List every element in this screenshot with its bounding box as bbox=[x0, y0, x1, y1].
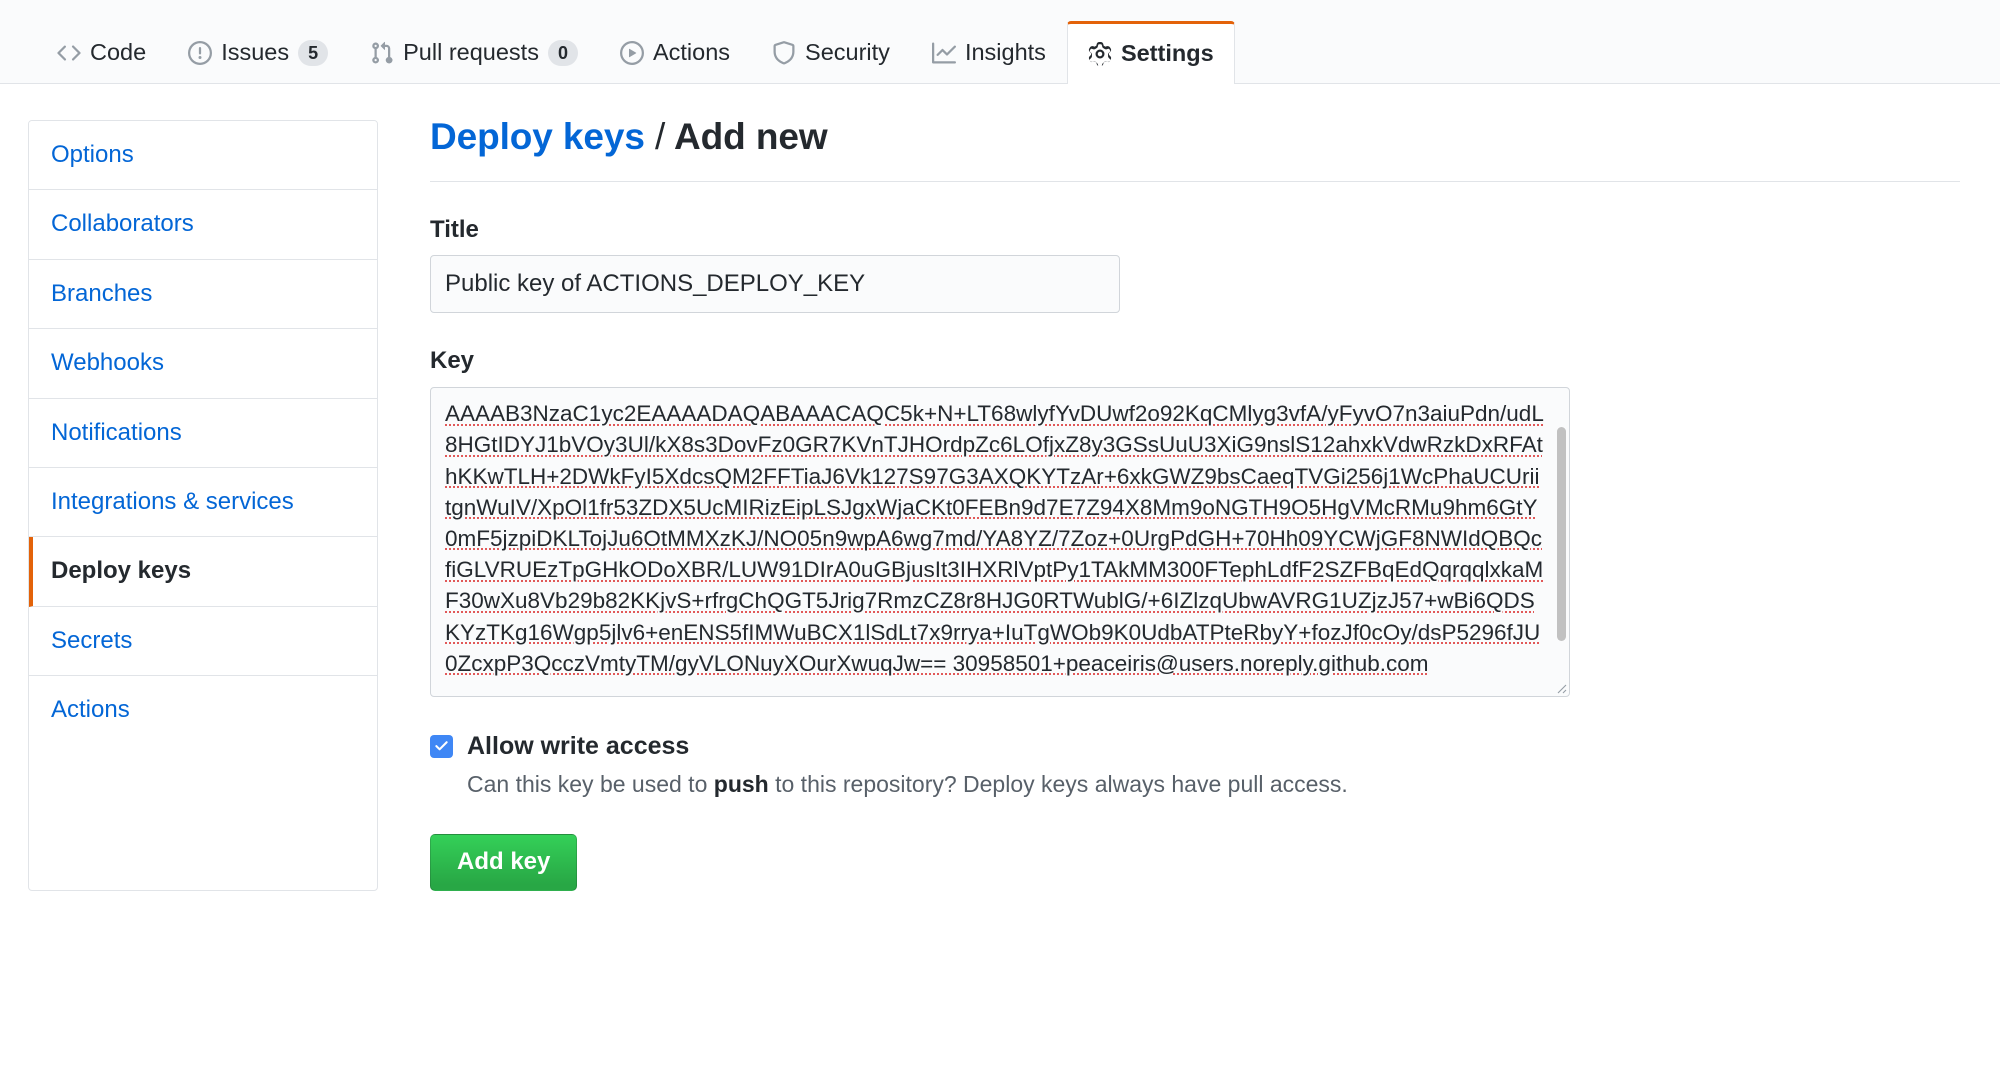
tab-issues-counter: 5 bbox=[298, 39, 329, 66]
tab-pull-requests-counter: 0 bbox=[547, 39, 578, 66]
help-suffix: to this repository? Deploy keys always h… bbox=[768, 770, 1348, 797]
shield-icon bbox=[772, 40, 796, 65]
key-textarea-wrapper: AAAAB3NzaC1yc2EAAAADAQABAAACAQC5k+N+LT68… bbox=[430, 387, 1570, 698]
breadcrumb-separator: / bbox=[655, 116, 666, 157]
key-textarea-scrollbar[interactable] bbox=[1555, 389, 1568, 696]
title-field-label: Title bbox=[430, 215, 479, 243]
code-icon bbox=[57, 41, 81, 65]
sidebar-item-actions[interactable]: Actions bbox=[29, 676, 377, 745]
scrollbar-thumb[interactable] bbox=[1557, 427, 1566, 642]
allow-write-access-checkbox[interactable] bbox=[430, 735, 453, 759]
allow-write-access-label[interactable]: Allow write access bbox=[467, 732, 690, 761]
git-pull-request-icon bbox=[370, 41, 394, 65]
tab-security[interactable]: Security bbox=[751, 21, 911, 83]
settings-sidebar: Options Collaborators Branches Webhooks … bbox=[28, 120, 378, 891]
key-textarea[interactable]: AAAAB3NzaC1yc2EAAAADAQABAAACAQC5k+N+LT68… bbox=[445, 401, 1544, 676]
tab-issues[interactable]: Issues 5 bbox=[167, 21, 349, 83]
add-key-button[interactable]: Add key bbox=[430, 833, 578, 891]
breadcrumb-current: Add new bbox=[674, 116, 828, 157]
breadcrumb-deploy-keys-link[interactable]: Deploy keys bbox=[430, 116, 645, 157]
tab-code-label: Code bbox=[90, 38, 147, 65]
tab-security-label: Security bbox=[805, 38, 890, 65]
sidebar-item-options[interactable]: Options bbox=[29, 121, 377, 191]
sidebar-item-deploy-keys[interactable]: Deploy keys bbox=[29, 537, 377, 607]
main-content: Deploy keys / Add new Title Key AAAAB3Nz… bbox=[378, 116, 1960, 891]
tab-actions-label: Actions bbox=[652, 38, 731, 65]
tab-code[interactable]: Code bbox=[36, 21, 167, 83]
settings-page: Options Collaborators Branches Webhooks … bbox=[0, 84, 2000, 891]
graph-icon bbox=[931, 41, 956, 65]
sidebar-item-secrets[interactable]: Secrets bbox=[29, 606, 377, 677]
key-field-label: Key bbox=[430, 347, 475, 375]
tab-settings-label: Settings bbox=[1120, 40, 1214, 67]
sidebar-item-notifications[interactable]: Notifications bbox=[29, 398, 377, 468]
tab-settings[interactable]: Settings bbox=[1066, 21, 1235, 84]
sidebar-item-collaborators[interactable]: Collaborators bbox=[29, 190, 377, 260]
tab-insights[interactable]: Insights bbox=[911, 21, 1067, 83]
repo-nav: Code Issues 5 Pull requests 0 Actions bbox=[0, 0, 2000, 84]
sidebar-item-webhooks[interactable]: Webhooks bbox=[29, 329, 377, 399]
play-icon bbox=[619, 40, 644, 65]
tab-issues-label: Issues bbox=[221, 38, 290, 65]
allow-write-access-help: Can this key be used to push to this rep… bbox=[467, 770, 1960, 800]
issue-icon bbox=[188, 40, 213, 65]
tab-pull-requests[interactable]: Pull requests 0 bbox=[349, 21, 599, 83]
allow-write-access-row: Allow write access bbox=[430, 733, 1960, 761]
tab-pull-requests-label: Pull requests bbox=[403, 38, 539, 65]
sidebar-item-branches[interactable]: Branches bbox=[29, 259, 377, 330]
tab-actions[interactable]: Actions bbox=[599, 21, 751, 83]
sidebar-item-integrations[interactable]: Integrations & services bbox=[29, 467, 377, 538]
page-title: Deploy keys / Add new bbox=[430, 116, 1960, 182]
help-strong-push: push bbox=[713, 770, 769, 797]
help-prefix: Can this key be used to bbox=[467, 770, 714, 797]
tab-insights-label: Insights bbox=[964, 38, 1046, 65]
gear-icon bbox=[1088, 42, 1112, 66]
title-input[interactable] bbox=[430, 255, 1120, 314]
